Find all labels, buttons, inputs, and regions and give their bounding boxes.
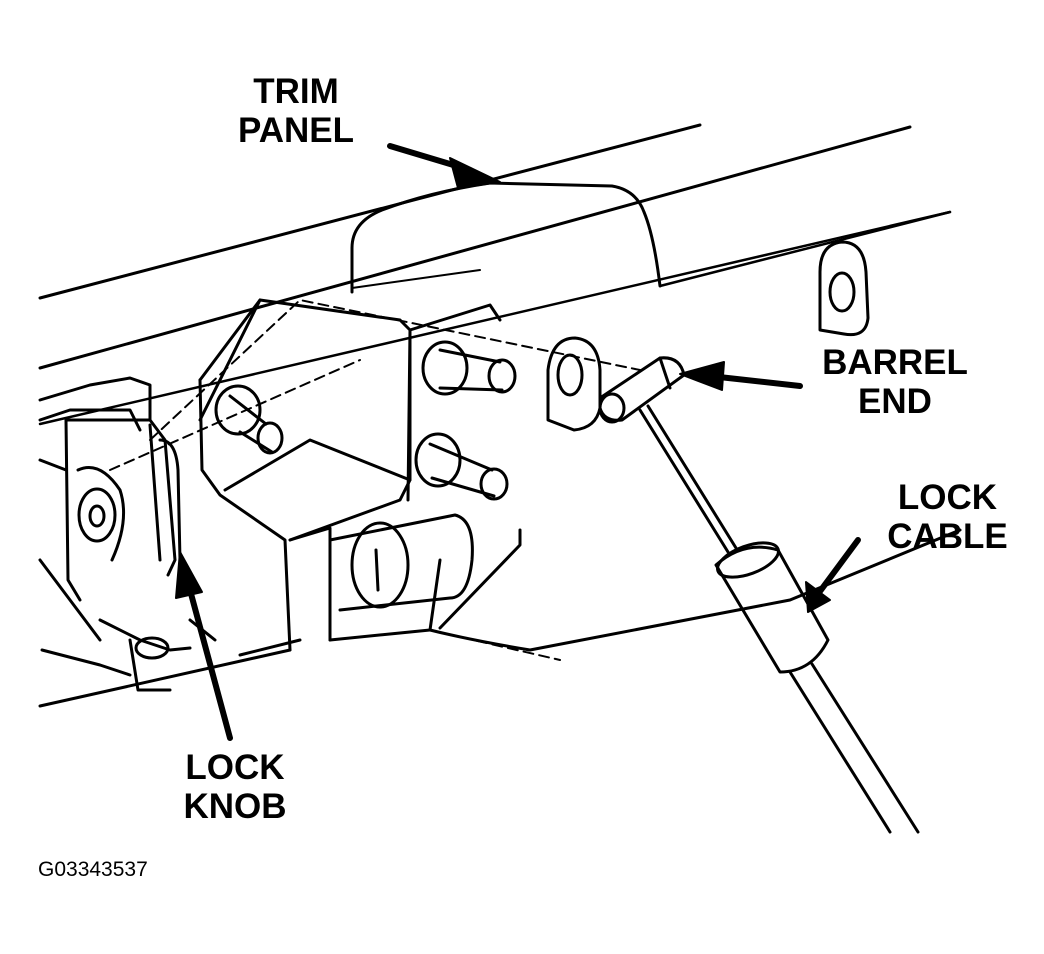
lock-knob-label-line1: LOCK (185, 748, 285, 787)
trim-panel-label-line1: TRIM (253, 72, 339, 111)
latch-assembly (109, 298, 641, 661)
lock-knob-arrow (175, 551, 233, 741)
lock-knob-label: LOCK KNOB (160, 748, 310, 826)
leader-arrows (175, 143, 861, 741)
lock-cable-arrow (805, 537, 861, 613)
trim-panel-label-line2: PANEL (237, 111, 355, 150)
lock-knob-label-line2: KNOB (183, 787, 287, 826)
lock-cable-label-line2: CABLE (887, 517, 1008, 556)
barrel-end-arrow (679, 361, 803, 391)
lock-cable (598, 356, 920, 834)
lock-knob-mechanism (38, 376, 302, 692)
door-panel (38, 123, 952, 708)
trim-panel-arrow (387, 143, 501, 189)
barrel-end-label: BARREL END (800, 343, 990, 421)
barrel-end-label-line1: BARREL (822, 343, 968, 382)
trim-panel-label: TRIM PANEL (236, 72, 356, 150)
figure-id: G03343537 (38, 858, 148, 881)
lock-cable-label: LOCK CABLE (870, 478, 1025, 556)
barrel-end-label-line2: END (858, 382, 932, 421)
mounting-hole (818, 240, 870, 337)
lock-cable-label-line1: LOCK (897, 478, 998, 517)
